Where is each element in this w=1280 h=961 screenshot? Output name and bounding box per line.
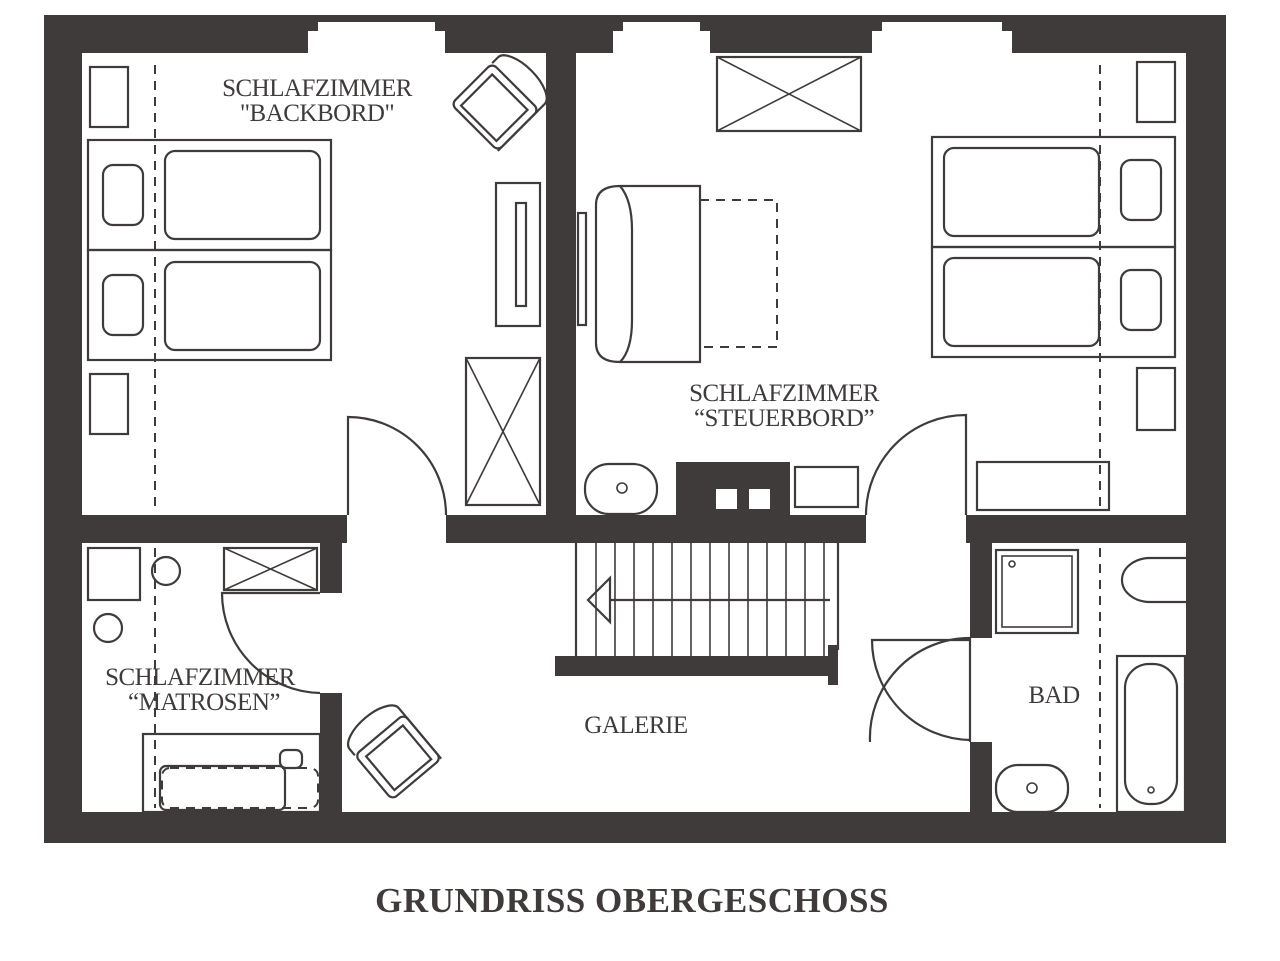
outer-walls xyxy=(44,15,1226,843)
room-label-matrosen-line2: “MATROSEN” xyxy=(128,689,280,716)
room-label-steuerbord-line2: “STEUERBORD” xyxy=(694,405,874,432)
windows xyxy=(308,22,1012,53)
plan-title: GRUNDRISS OBERGESCHOSS xyxy=(375,881,889,920)
doors xyxy=(220,413,972,743)
room-label-bad: BAD xyxy=(1028,682,1080,709)
bathroom-furniture xyxy=(994,548,1187,814)
matrosen-furniture xyxy=(86,546,322,814)
galerie-armchair xyxy=(347,704,442,799)
backbord-furniture xyxy=(86,54,548,510)
room-label-backbord-line1: SCHLAFZIMMER xyxy=(222,75,413,102)
interior-walls xyxy=(82,53,1186,812)
room-label-matrosen-line1: SCHLAFZIMMER xyxy=(105,664,296,691)
room-label-backbord-line2: "BACKBORD" xyxy=(240,100,394,127)
steuerbord-furniture xyxy=(576,55,1177,516)
room-label-steuerbord-line1: SCHLAFZIMMER xyxy=(689,380,880,407)
room-label-galerie: GALERIE xyxy=(584,712,688,739)
staircase xyxy=(555,543,840,685)
